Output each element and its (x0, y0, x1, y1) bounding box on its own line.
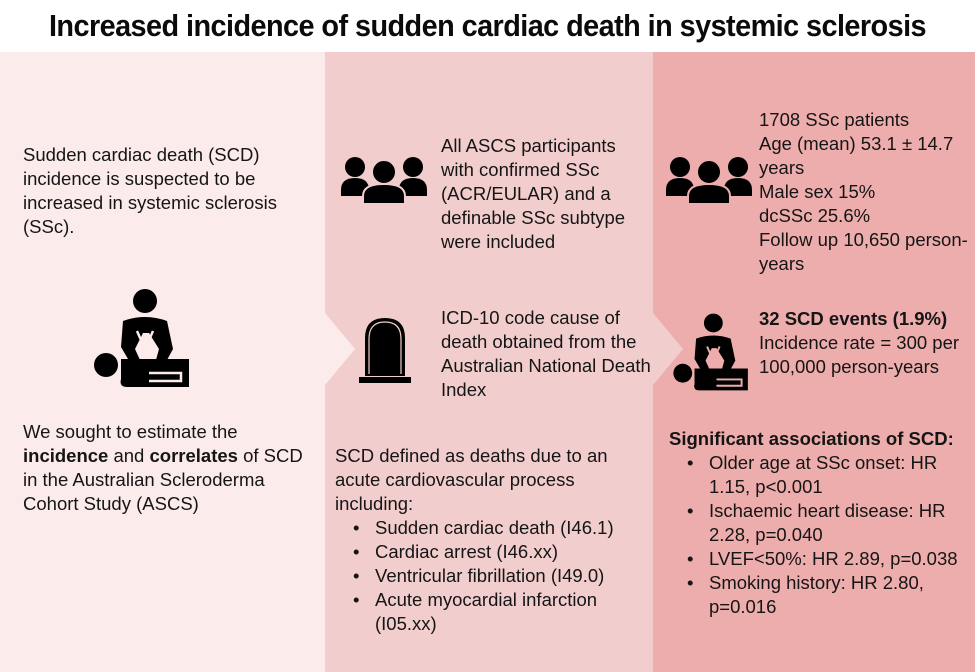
association-item: Ischaemic heart disease: HR 2.28, p=0.04… (669, 499, 974, 547)
flow-arrow (325, 313, 355, 385)
cohort-line: Male sex 15% (759, 181, 876, 202)
events-heading: 32 SCD events (1.9%) (759, 308, 948, 329)
source-text: ICD-10 code cause of death obtained from… (441, 307, 651, 400)
aim-correlates: correlates (149, 445, 238, 466)
cohort-summary: 1708 SSc patients Age (mean) 53.1 ± 14.7… (759, 108, 974, 276)
cpr-icon (673, 313, 748, 391)
events-summary: 32 SCD events (1.9%) Incidence rate = 30… (759, 307, 969, 379)
cohort-line: 1708 SSc patients (759, 109, 910, 130)
group-icon (666, 157, 752, 204)
association-item: Older age at SSc onset: HR 1.15, p<0.001 (669, 451, 974, 499)
definition-item: Cardiac arrest (I46.xx) (335, 540, 645, 564)
scd-definition: SCD defined as deaths due to an acute ca… (335, 444, 645, 636)
associations: Significant associations of SCD: Older a… (669, 427, 974, 619)
page-title: Increased incidence of sudden cardiac de… (48, 8, 927, 43)
cohort-line: Follow up 10,650 person-years (759, 229, 968, 274)
association-item: LVEF<50%: HR 2.89, p=0.038 (669, 547, 974, 571)
association-item: Smoking history: HR 2.80, p=0.016 (669, 571, 974, 619)
cpr-icon (94, 289, 189, 387)
definition-item: Acute myocardial infarction (I05.xx) (335, 588, 645, 636)
aim-text: We sought to estimate the incidence and … (23, 421, 303, 514)
aim-incidence: incidence (23, 445, 109, 466)
associations-list: Older age at SSc onset: HR 1.15, p<0.001… (669, 451, 974, 619)
tombstone-icon (359, 318, 411, 383)
cohort-line: Age (mean) 53.1 ± 14.7 years (759, 133, 954, 178)
incidence-rate: Incidence rate = 300 per 100,000 person-… (759, 332, 960, 377)
group-icon (341, 157, 427, 204)
definition-list: Sudden cardiac death (I46.1) Cardiac arr… (335, 516, 645, 636)
definition-item: Ventricular fibrillation (I49.0) (335, 564, 645, 588)
background-text: Sudden cardiac death (SCD) incidence is … (23, 144, 277, 237)
cohort-line: dcSSc 25.6% (759, 205, 871, 226)
participants-text: All ASCS participants with confirmed SSc… (441, 135, 626, 252)
definition-item: Sudden cardiac death (I46.1) (335, 516, 645, 540)
associations-heading: Significant associations of SCD: (669, 428, 954, 449)
